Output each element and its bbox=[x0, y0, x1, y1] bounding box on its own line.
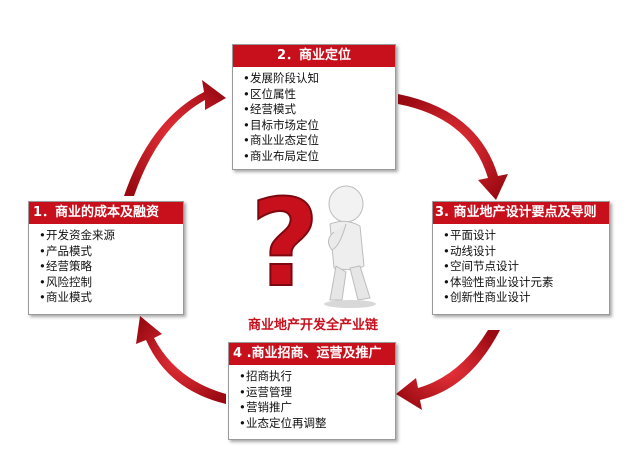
list-item: •运营管理 bbox=[239, 384, 292, 399]
arrow-3-to-4 bbox=[396, 330, 500, 410]
list-item: •招商执行 bbox=[239, 369, 292, 383]
arrow-1-to-2 bbox=[124, 80, 226, 196]
list-item: •商业业态定位 bbox=[243, 133, 319, 147]
box-cost-financing-list: •开发资金来源 •产品模式 •经营策略 •风险控制 •商业模式 bbox=[29, 224, 183, 306]
box-positioning-list: •发展阶段认知 •区位属性 •经营模式 •目标市场定位 •商业业态定位 •商业布… bbox=[233, 67, 395, 164]
box-design-guidelines: 3. 商业地产设计要点及导则 •平面设计 •动线设计 •空间节点设计 •体验性商… bbox=[432, 201, 610, 315]
svg-text:?: ? bbox=[250, 180, 320, 310]
list-item: •动线设计 bbox=[443, 243, 496, 258]
question-mark-figure-icon: ? bbox=[250, 180, 376, 310]
list-item: •经营策略 bbox=[39, 259, 92, 273]
center-title: 商业地产开发全产业链 bbox=[247, 318, 378, 333]
box-positioning-header: 2．商业定位 bbox=[233, 45, 395, 67]
list-item: •风险控制 bbox=[39, 274, 92, 289]
box-design-guidelines-header: 3. 商业地产设计要点及导则 bbox=[433, 202, 609, 224]
list-item: •营销推广 bbox=[239, 400, 292, 414]
list-item: •区位属性 bbox=[243, 86, 296, 101]
list-item: •空间节点设计 bbox=[443, 259, 519, 273]
list-item: •经营模式 bbox=[243, 102, 296, 116]
list-item: •平面设计 bbox=[443, 228, 496, 242]
box-leasing-operations-header: 4 .商业招商、运营及推广 bbox=[229, 343, 395, 365]
list-item: •创新性商业设计 bbox=[443, 290, 531, 304]
list-item: •业态定位再调整 bbox=[239, 415, 327, 430]
arrow-4-to-1 bbox=[136, 316, 226, 404]
list-item: •目标市场定位 bbox=[243, 117, 319, 132]
box-cost-financing-header: 1．商业的成本及融资 bbox=[29, 202, 183, 224]
list-item: •商业布局定位 bbox=[243, 148, 319, 163]
box-design-guidelines-list: •平面设计 •动线设计 •空间节点设计 •体验性商业设计元素 •创新性商业设计 bbox=[433, 224, 609, 306]
list-item: •开发资金来源 bbox=[39, 228, 115, 242]
list-item: •体验性商业设计元素 bbox=[443, 274, 554, 289]
arrow-2-to-3 bbox=[398, 94, 508, 200]
list-item: •商业模式 bbox=[39, 290, 92, 304]
list-item: •发展阶段认知 bbox=[243, 71, 319, 85]
box-cost-financing: 1．商业的成本及融资 •开发资金来源 •产品模式 •经营策略 •风险控制 •商业… bbox=[28, 201, 184, 315]
box-positioning: 2．商业定位 •发展阶段认知 •区位属性 •经营模式 •目标市场定位 •商业业态… bbox=[232, 44, 396, 170]
box-leasing-operations-list: •招商执行 •运营管理 •营销推广 •业态定位再调整 bbox=[229, 365, 395, 431]
list-item: •产品模式 bbox=[39, 243, 92, 258]
box-leasing-operations: 4 .商业招商、运营及推广 •招商执行 •运营管理 •营销推广 •业态定位再调整 bbox=[228, 342, 396, 440]
